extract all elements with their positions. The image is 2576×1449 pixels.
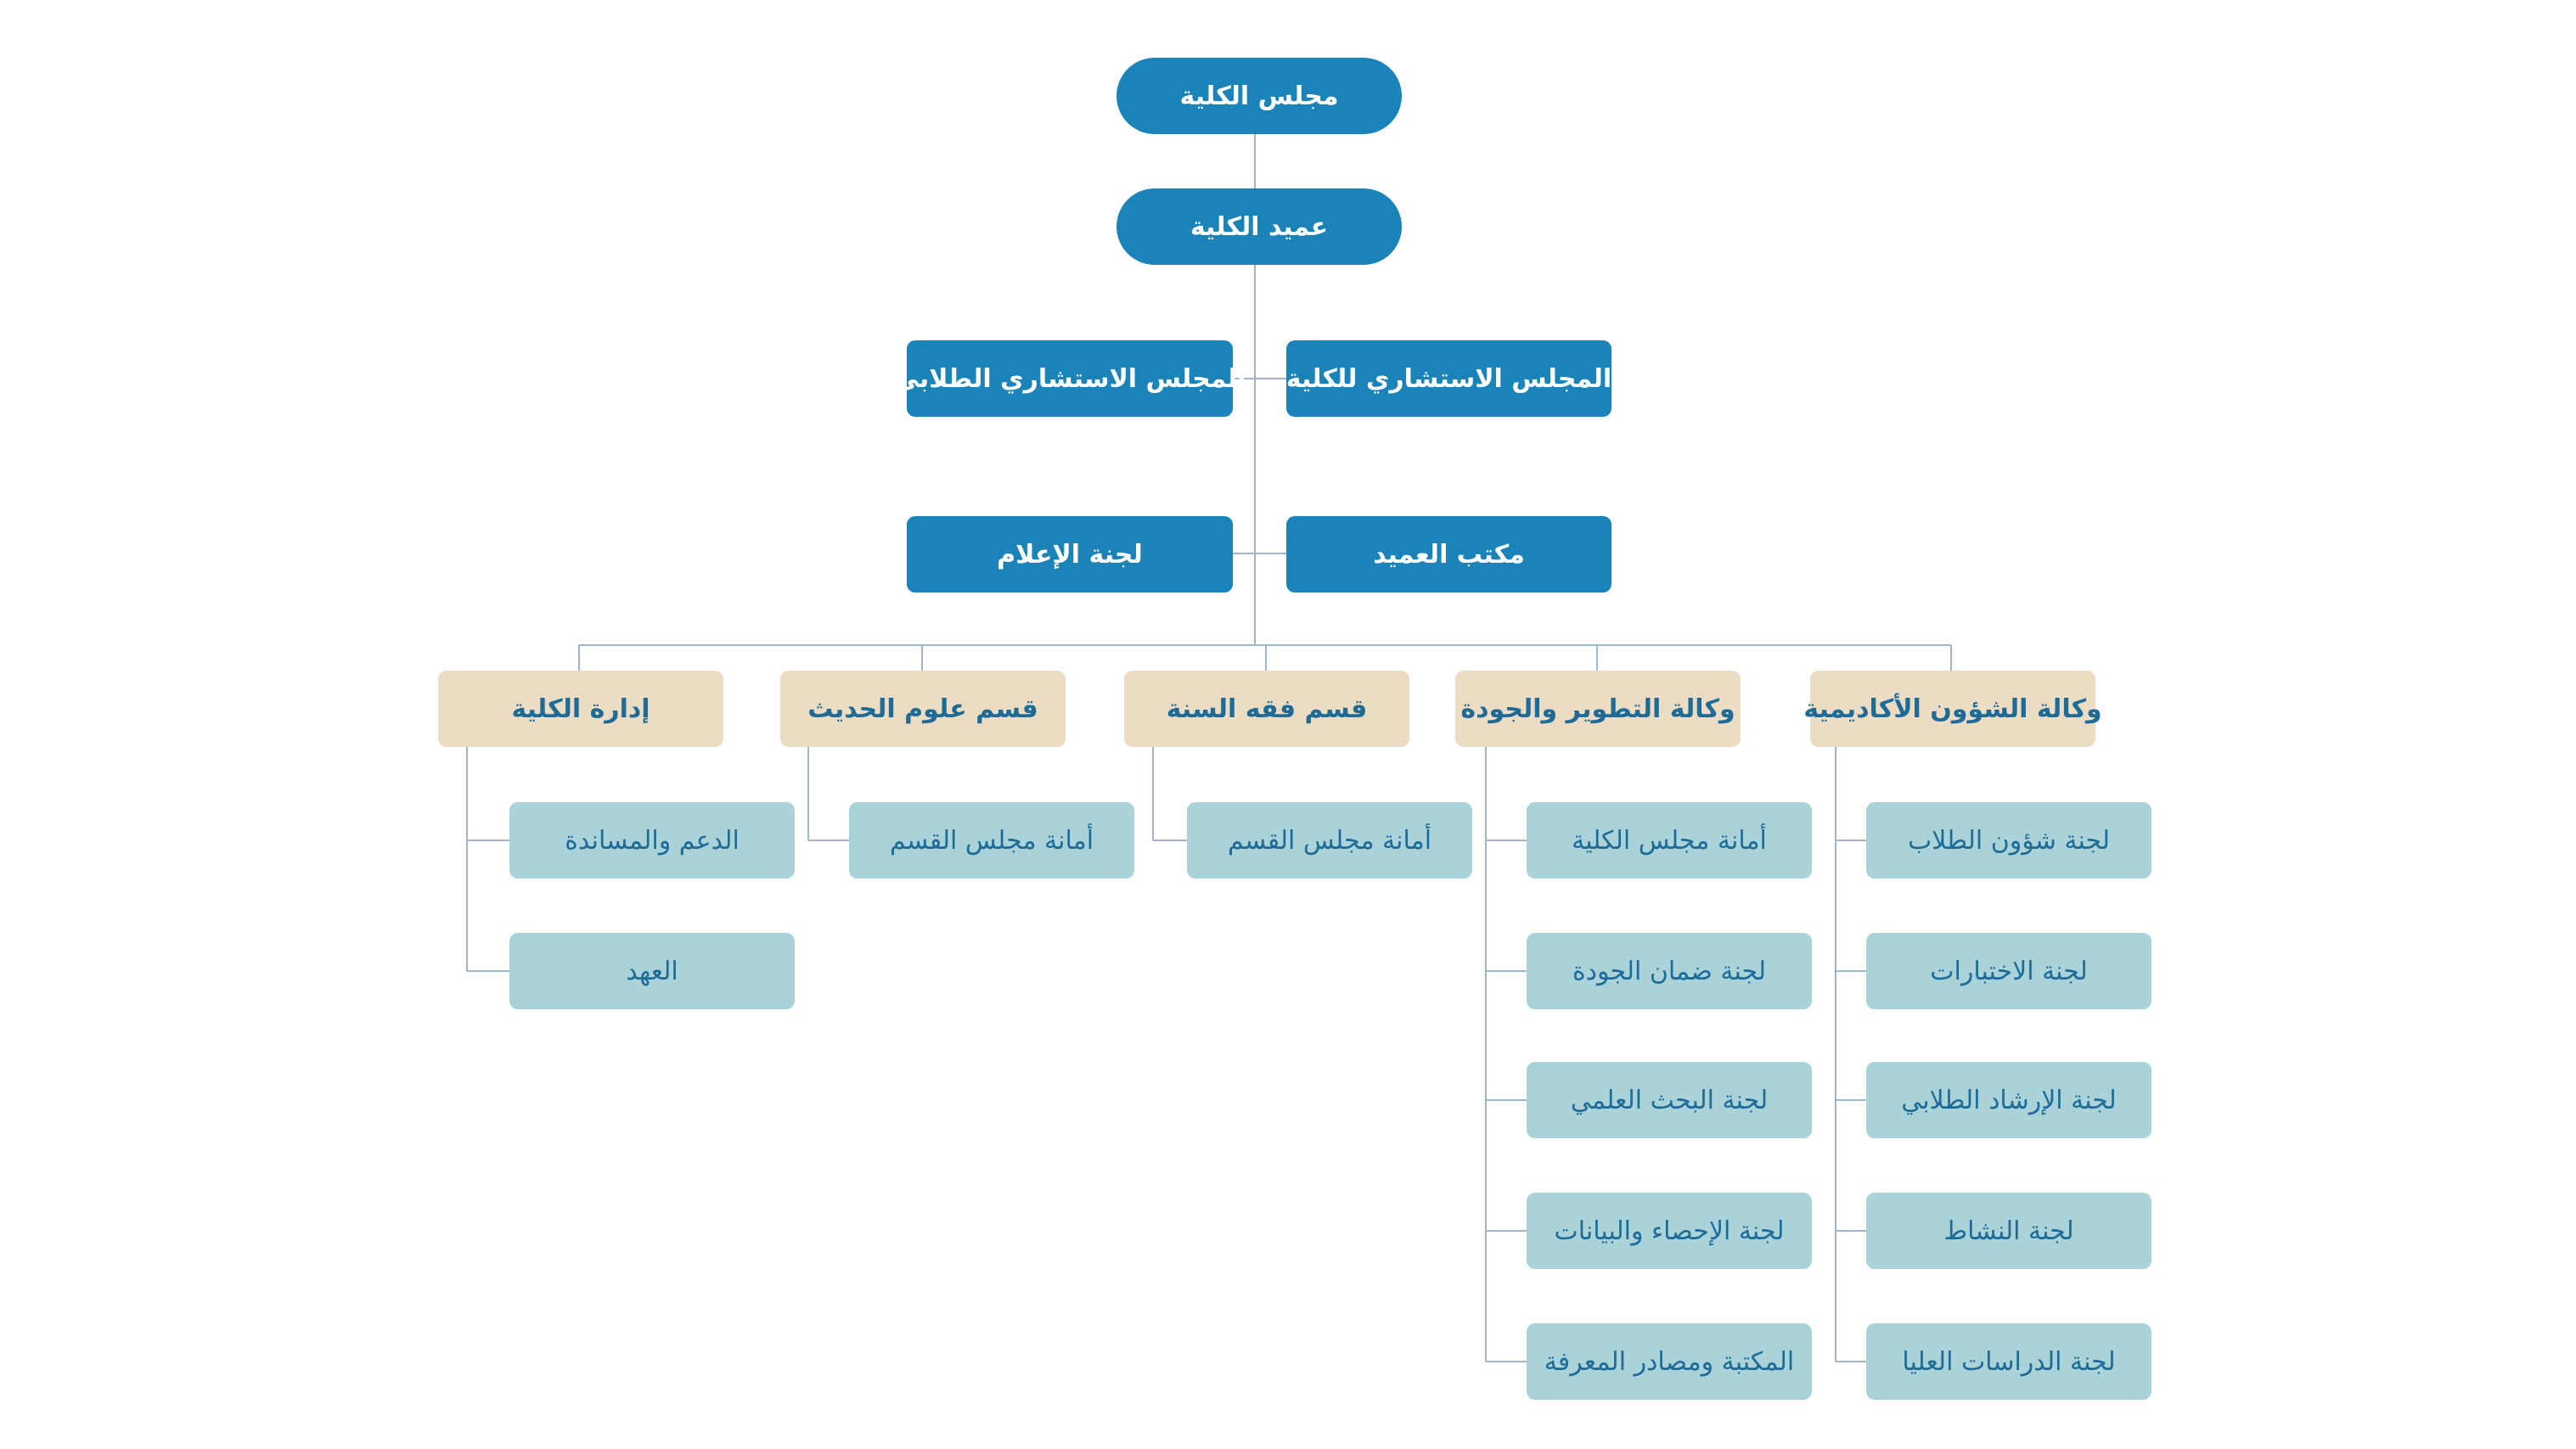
unit-library-resources: المكتبة ومصادر المعرفة: [1527, 1323, 1812, 1400]
unit-student-affairs: لجنة شؤون الطلاب: [1866, 802, 2151, 879]
dept-fiqh-sunnah: قسم فقه السنة: [1124, 671, 1409, 747]
advisory-council-college: المجلس الاستشاري للكلية: [1286, 340, 1611, 417]
dept-academic-affairs: وكالة الشؤون الأكاديمية: [1803, 671, 2102, 747]
unit-exams: لجنة الاختبارات: [1866, 933, 2151, 1009]
dept-college-administration: إدارة الكلية: [438, 671, 723, 747]
college-council: مجلس الكلية: [1116, 58, 1402, 134]
unit-custody: العهد: [509, 933, 795, 1009]
media-committee: لجنة الإعلام: [907, 516, 1233, 593]
dept-hadith-sciences: قسم علوم الحديث: [780, 671, 1066, 747]
unit-fiqh-dept-secretariat: أمانة مجلس القسم: [1187, 802, 1472, 879]
unit-statistics-data: لجنة الإحصاء والبيانات: [1527, 1193, 1812, 1269]
unit-scientific-research: لجنة البحث العلمي: [1527, 1062, 1812, 1138]
advisory-council-students: المجلس الاستشاري الطلابي: [894, 340, 1246, 417]
college-dean: عميد الكلية: [1116, 188, 1402, 265]
unit-student-guidance: لجنة الإرشاد الطلابي: [1866, 1062, 2151, 1138]
unit-college-council-secretariat: أمانة مجلس الكلية: [1527, 802, 1812, 879]
unit-graduate-studies: لجنة الدراسات العليا: [1866, 1323, 2151, 1400]
unit-hadith-dept-secretariat: أمانة مجلس القسم: [849, 802, 1134, 879]
unit-support-services: الدعم والمساندة: [509, 802, 795, 879]
dean-office: مكتب العميد: [1286, 516, 1611, 593]
unit-quality-assurance: لجنة ضمان الجودة: [1527, 933, 1812, 1009]
dept-development-quality: وكالة التطوير والجودة: [1455, 671, 1741, 747]
unit-activities: لجنة النشاط: [1866, 1193, 2151, 1269]
